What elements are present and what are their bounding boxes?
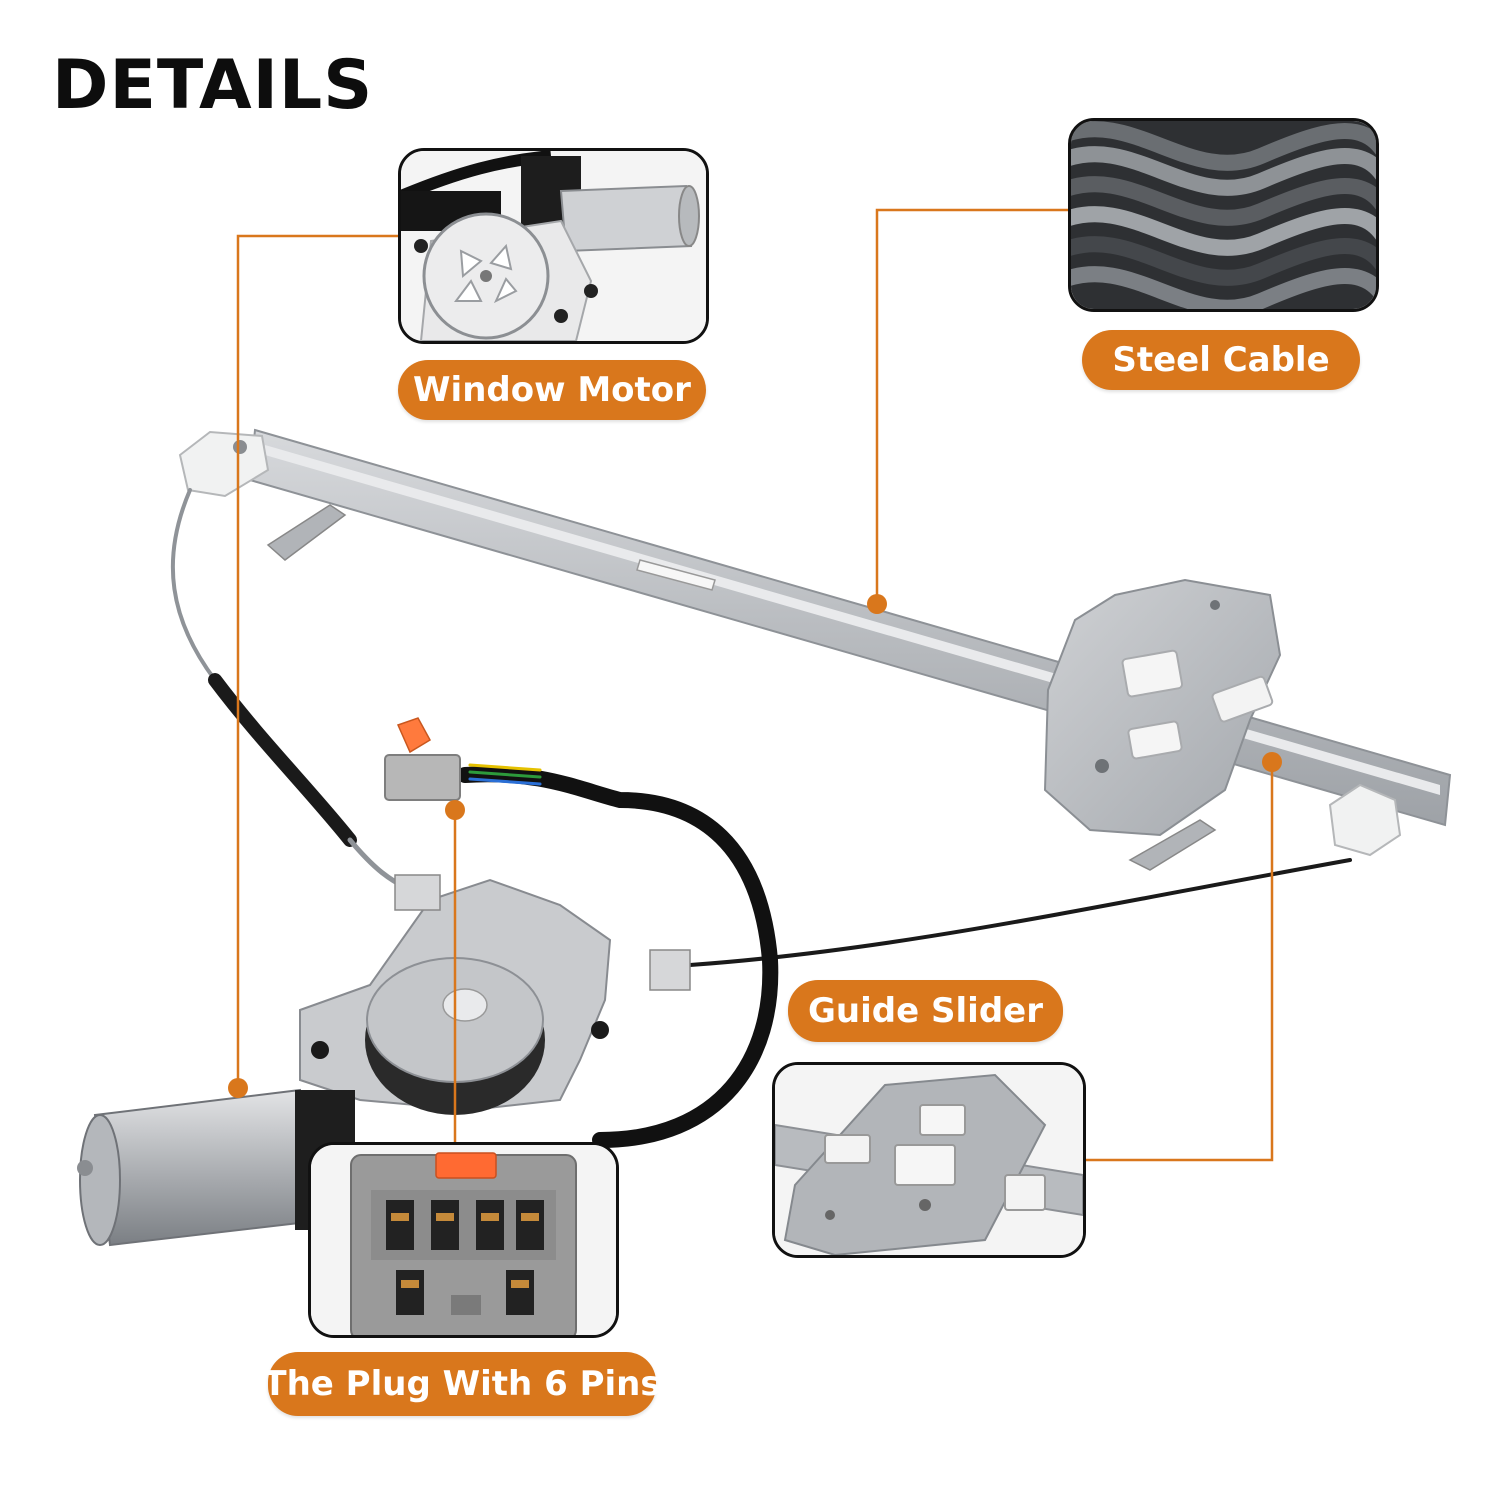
- guide-slider-label: Guide Slider: [788, 980, 1063, 1042]
- callout-lines: [236, 208, 1274, 1162]
- plug-pins-bottom: [396, 1270, 534, 1315]
- plug-closeup-image: [311, 1145, 616, 1335]
- guide-slider-leader: [1082, 762, 1274, 1162]
- plug-label: The Plug With 6 Pins: [263, 1352, 661, 1416]
- wire-harness: [457, 763, 779, 1148]
- regulator-gearbox: [299, 874, 691, 1115]
- bottom-pulley: [1328, 783, 1402, 857]
- page-title: DETAILS: [52, 46, 374, 125]
- guide-slider-plate: [1043, 578, 1282, 837]
- steel-cable-dot: [867, 594, 887, 614]
- steel-cable-closeup-image: [1071, 121, 1376, 309]
- plug-dot: [445, 800, 465, 820]
- small-connector: [384, 717, 461, 801]
- window-motor-closeup-image: [401, 151, 706, 341]
- window-motor-label: Window Motor: [398, 360, 706, 420]
- guide-slider-closeup-image: [775, 1065, 1083, 1255]
- window-motor-inset: [398, 148, 709, 344]
- steel-cable-inset: [1068, 118, 1379, 312]
- plug-inset: [308, 1142, 619, 1338]
- window-motor-dot: [228, 1078, 248, 1098]
- guide-slider-dot: [1262, 752, 1282, 772]
- callout-dots: [228, 594, 1282, 1098]
- window-motor-leader: [236, 234, 398, 1088]
- top-pulley: [178, 430, 270, 498]
- guide-slider-inset: [772, 1062, 1086, 1258]
- steel-cable-label: Steel Cable: [1082, 330, 1360, 390]
- steel-cable-leader: [875, 208, 1068, 604]
- steel-cable: [170, 488, 1352, 967]
- plug-pins-top: [386, 1200, 544, 1250]
